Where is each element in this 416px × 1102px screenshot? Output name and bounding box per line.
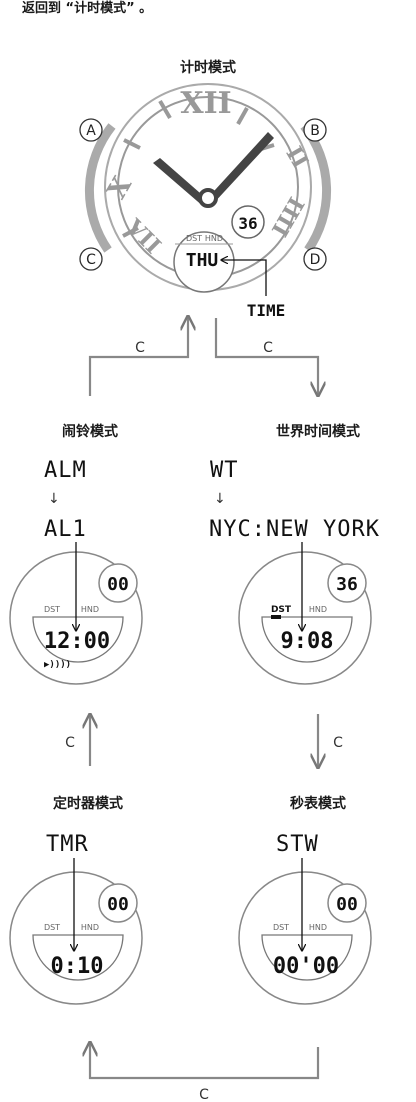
- stopwatch-subdial-value: 00: [336, 894, 358, 915]
- world-line1: WT: [210, 458, 239, 483]
- hand-pivot: [198, 188, 218, 208]
- top-caption: 返回到 “计时模式” 。: [22, 0, 152, 16]
- stopwatch-hnd: HND: [309, 923, 327, 932]
- alarm-hnd: HND: [81, 605, 99, 614]
- stopwatch-dst: DST: [273, 923, 289, 932]
- time-callout-line: [222, 260, 267, 296]
- button-d-label: D: [310, 252, 321, 268]
- stopwatch-mode-title: 秒表模式: [290, 795, 346, 812]
- time-callout-label: TIME: [247, 301, 286, 320]
- left-bezel-pads: [84, 123, 116, 253]
- timer-line1: TMR: [46, 832, 89, 857]
- timer-watch: 00 DST HND 0:10: [9, 858, 143, 1005]
- hnd-label: HND: [205, 234, 223, 243]
- alarm-mode-title: 闹铃模式: [62, 423, 118, 440]
- minute-hand: [153, 158, 208, 207]
- timer-hnd: HND: [81, 923, 99, 932]
- hour-index: [236, 107, 249, 125]
- world-subdial-value: 36: [336, 574, 358, 595]
- stopwatch-lcd: [261, 934, 353, 981]
- world-subdial: [327, 563, 367, 603]
- world-dst-indicator: [271, 615, 281, 619]
- flow-label-c: C: [65, 735, 75, 751]
- dst-label: DST: [186, 234, 202, 243]
- button-a-label: A: [86, 123, 96, 139]
- timer-subdial: [98, 883, 138, 923]
- timer-subdial-value: 00: [107, 894, 129, 915]
- button-b-icon: [303, 118, 327, 142]
- world-lcd: [261, 616, 353, 663]
- button-c-label: C: [86, 252, 96, 268]
- hour-index: [123, 138, 141, 150]
- timer-time-display: 0:10: [51, 954, 104, 979]
- hour-index: [122, 226, 139, 238]
- alarm-lcd: [32, 616, 124, 663]
- flow-arrow-alarm-to-main: [88, 318, 188, 396]
- button-c-icon: [79, 247, 103, 271]
- flow-arrow-stopwatch-to-timer: [90, 1044, 320, 1080]
- alarm-time-display: 12:00: [44, 629, 110, 654]
- day-display: THU: [186, 250, 219, 271]
- flow-label-c: C: [135, 340, 145, 356]
- world-time-display: 9:08: [281, 629, 334, 654]
- button-b: B: [303, 118, 327, 142]
- button-c: C: [79, 247, 103, 271]
- world-watch: 36 DST HND 9:08: [238, 542, 372, 685]
- world-hnd: HND: [309, 605, 327, 614]
- world-down-arrow: ↓: [214, 491, 226, 507]
- alarm-down-arrow: ↓: [48, 491, 60, 507]
- hour-index: [158, 99, 172, 120]
- stopwatch-line1: STW: [276, 832, 319, 857]
- timer-mode-title: 定时器模式: [53, 795, 123, 812]
- lcd-window: [173, 231, 235, 293]
- world-mode-title: 世界时间模式: [276, 423, 360, 440]
- date-subdial-value: 36: [238, 214, 257, 233]
- flow-label-c: C: [333, 735, 343, 751]
- world-dst: DST: [271, 605, 292, 615]
- flow-arrow-main-to-world: [214, 318, 318, 394]
- button-d: D: [303, 247, 327, 271]
- stopwatch-subdial: [327, 883, 367, 923]
- alarm-watch: 00 DST HND 12:00 ▶)))): [9, 542, 143, 685]
- main-mode-title: 计时模式: [180, 59, 236, 76]
- alarm-line2: AL1: [44, 517, 87, 542]
- alarm-dst: DST: [44, 605, 60, 614]
- button-a-icon: [79, 118, 103, 142]
- timer-dst: DST: [44, 923, 60, 932]
- alarm-subdial-value: 00: [107, 574, 129, 595]
- stopwatch-time-display: 00'00: [273, 954, 339, 979]
- date-subdial: [231, 205, 265, 239]
- button-a: A: [79, 118, 103, 142]
- flow-label-c: C: [263, 340, 273, 356]
- alarm-signal-icon: ▶)))): [44, 660, 71, 670]
- button-d-icon: [303, 247, 327, 271]
- flow-label-c: C: [199, 1087, 209, 1102]
- button-b-label: B: [310, 123, 320, 139]
- xii-numeral: XII: [180, 86, 231, 121]
- analog-watch: XII X II IIII VII 36 DST HND THU TIME: [84, 83, 332, 320]
- stopwatch-watch: 00 DST HND 00'00: [238, 858, 372, 1005]
- alarm-line1: ALM: [44, 458, 87, 483]
- world-line2: NYC:NEW YORK: [209, 517, 380, 542]
- alarm-subdial: [98, 563, 138, 603]
- hour-hand: [204, 132, 274, 205]
- timer-lcd: [32, 934, 124, 981]
